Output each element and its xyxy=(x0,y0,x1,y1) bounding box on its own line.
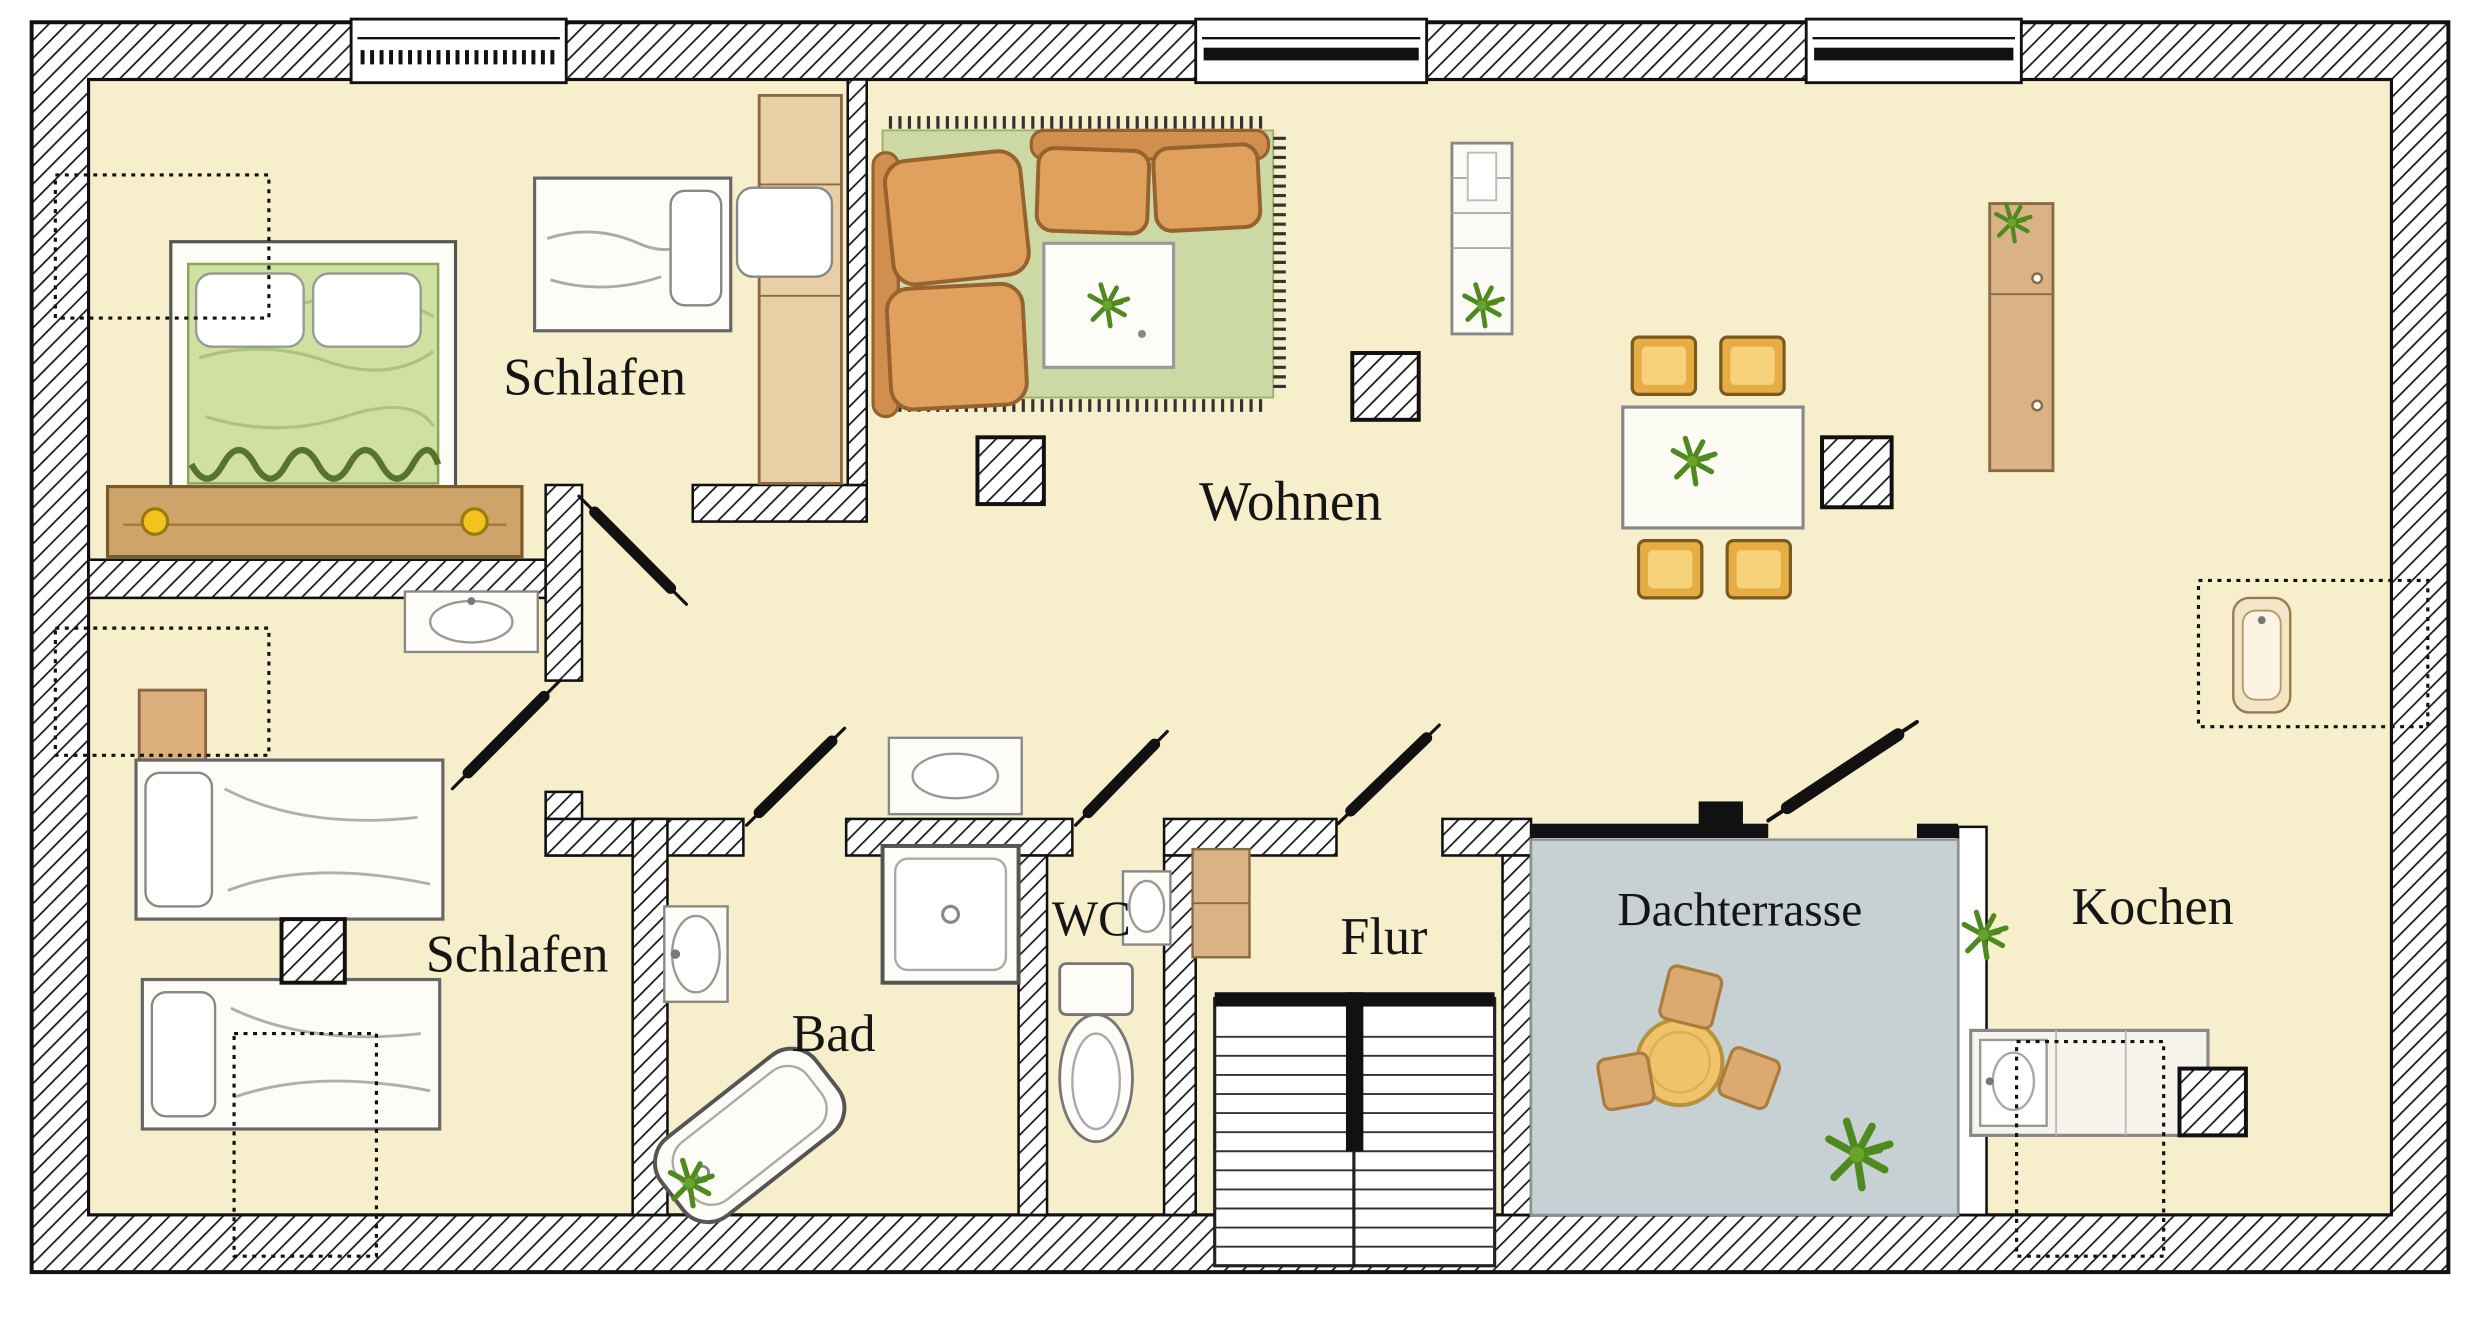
bed-2a-pillow xyxy=(144,771,214,908)
terrace-cushion-2 xyxy=(1596,1051,1656,1112)
room-labels: Schlafen Wohnen Schlafen Bad WC Flur Dac… xyxy=(426,348,2234,1063)
window-2 xyxy=(1194,17,1429,85)
tall-cabinet xyxy=(1988,204,2055,473)
dining-chair-4-seat xyxy=(1736,550,1781,589)
sofa-cushion-4 xyxy=(1151,142,1263,233)
shower xyxy=(880,843,1021,985)
terrace xyxy=(1529,801,1960,1217)
coffee-table xyxy=(1042,241,1176,369)
dining-chair-1-seat xyxy=(1641,346,1687,385)
wardrobe-1 xyxy=(757,93,843,485)
vanity-console xyxy=(887,736,1023,816)
toilet xyxy=(1058,962,1134,1144)
bedside-lamp-2 xyxy=(460,507,489,536)
window-3 xyxy=(1804,17,2023,85)
wall-corridor-4 xyxy=(1441,817,1533,857)
wall-bedroom1-door-side xyxy=(691,483,868,523)
headboard-platform xyxy=(105,484,524,559)
bed-2a-blanket xyxy=(223,787,431,892)
terrace-cushion-3 xyxy=(1717,1046,1782,1111)
chimney-3 xyxy=(1820,435,1894,510)
room-label-flur: Flur xyxy=(1340,908,1427,966)
rug-fringe xyxy=(888,116,1286,412)
dining-chair-3-seat xyxy=(1648,550,1693,589)
staircase xyxy=(1213,992,1497,1268)
door-bedroom1 xyxy=(577,494,689,606)
room-label-wc: WC xyxy=(1052,891,1131,946)
room-label-dachterrasse: Dachterrasse xyxy=(1617,884,1862,936)
bedside-lamp-1 xyxy=(140,507,170,536)
sofa-cushion-2 xyxy=(884,281,1029,412)
chimney-5 xyxy=(2177,1066,2248,1138)
door-bad xyxy=(744,726,847,827)
wall-bedroom1-right xyxy=(846,78,869,487)
sofa xyxy=(871,128,1271,419)
room-label-wohnen: Wohnen xyxy=(1199,472,1382,533)
chimney-4 xyxy=(279,917,347,985)
terrace-floor xyxy=(1529,838,1960,1217)
wall-sink xyxy=(403,590,539,654)
living-room xyxy=(871,116,2055,600)
door-flur xyxy=(1336,723,1441,826)
bedroom2 xyxy=(134,688,445,1131)
chimney-1 xyxy=(1350,351,1421,422)
dining-set xyxy=(1621,335,1805,600)
dormer-outline-1 xyxy=(53,173,271,320)
windows xyxy=(349,17,2023,85)
chimneys xyxy=(279,351,2248,1138)
single-bed-pillow xyxy=(669,189,723,307)
door-wc xyxy=(1073,729,1169,827)
window-1 xyxy=(349,17,568,85)
dormer-outline-5 xyxy=(2196,578,2430,729)
terrace-pillar xyxy=(1698,801,1743,837)
bedroom1 xyxy=(105,93,843,654)
interior-walls xyxy=(87,78,1988,1217)
shelf-unit xyxy=(1450,141,1514,336)
wc-room xyxy=(1058,870,1172,1144)
wall-terrace-kitchen xyxy=(1956,825,1988,1217)
terrace-cushion-1 xyxy=(1658,964,1724,1030)
terrace-glass-wall-right xyxy=(1916,823,1959,839)
wall-hall-vertical-upper xyxy=(544,483,584,682)
kitchen xyxy=(1964,912,2210,1137)
dormer-outline-3 xyxy=(232,1032,379,1258)
door-bedroom2 xyxy=(450,678,562,791)
bed-2b-pillow xyxy=(150,991,217,1118)
wc-sink xyxy=(1121,870,1172,946)
stair-center-wall xyxy=(1345,992,1364,1152)
room-label-kochen: Kochen xyxy=(2071,878,2233,936)
door-terrace xyxy=(1766,719,1919,823)
chimney-2 xyxy=(975,435,1046,507)
kitchen-sink xyxy=(1979,1038,2048,1128)
sofa-cushion-3 xyxy=(1034,146,1152,236)
room-label-bad: Bad xyxy=(791,1005,875,1063)
duvet-ruffle xyxy=(188,446,442,482)
dining-table xyxy=(1621,405,1805,530)
room-label-schlafen-2: Schlafen xyxy=(426,925,609,983)
wall-flur-terrace xyxy=(1501,854,1533,1217)
bed-2b-blanket xyxy=(230,1006,431,1099)
pillow-2 xyxy=(311,272,422,348)
pillow-1 xyxy=(194,272,305,348)
bath-sink xyxy=(663,905,729,1003)
bathroom xyxy=(653,736,1023,1225)
sofa-cushion-1 xyxy=(883,149,1031,287)
room-label-schlafen-1: Schlafen xyxy=(503,348,686,406)
dining-chair-2-seat xyxy=(1730,346,1775,385)
spare-pillow xyxy=(735,186,834,278)
doors xyxy=(450,494,1919,827)
dormer-fixture xyxy=(2232,596,2292,714)
wall-bad-wc xyxy=(1017,854,1049,1217)
